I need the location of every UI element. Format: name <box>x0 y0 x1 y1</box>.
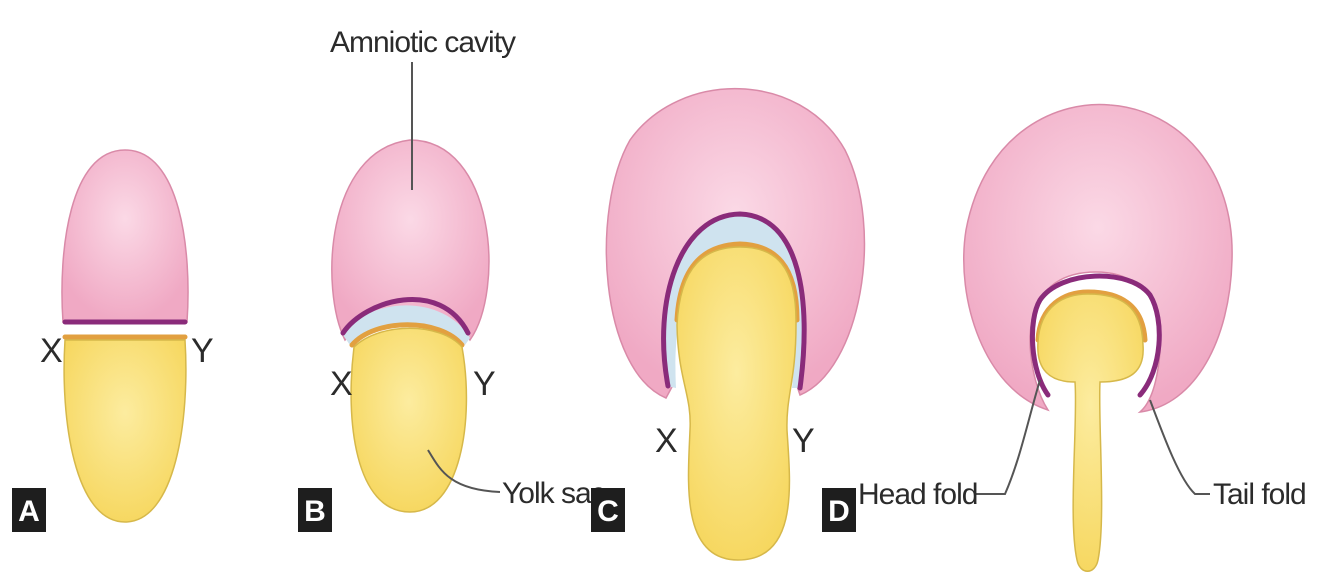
panel-label-a: A <box>12 488 46 532</box>
panel-letter-a: A <box>18 495 40 528</box>
x-label-b: X <box>330 365 353 403</box>
amniotic-cavity-a <box>62 150 188 322</box>
panel-letter-c: C <box>597 495 619 528</box>
x-label-a: X <box>40 332 63 370</box>
yolk-sac-c <box>677 247 796 560</box>
y-label-b: Y <box>473 365 496 403</box>
panel-label-c: C <box>591 488 625 532</box>
panel-d-embryo <box>964 104 1232 571</box>
panel-b-embryo <box>332 140 489 512</box>
y-label-a: Y <box>191 332 214 370</box>
x-label-c: X <box>655 422 678 460</box>
panel-label-d: D <box>822 488 856 532</box>
head-fold-label: Head fold <box>858 478 977 511</box>
y-label-c: Y <box>792 422 815 460</box>
panel-letter-d: D <box>828 495 850 528</box>
panel-a-embryo <box>62 150 188 522</box>
amniotic-cavity-label: Amniotic cavity <box>330 26 516 59</box>
panel-label-b: B <box>298 488 332 532</box>
yolk-sac-label: Yolk sac <box>502 477 606 510</box>
yolk-sac-a <box>64 340 186 522</box>
tail-fold-label: Tail fold <box>1213 478 1306 511</box>
yolk-sac-b <box>351 328 466 512</box>
panel-letter-b: B <box>304 495 326 528</box>
tail-fold-leader <box>1150 400 1210 494</box>
yolk-sac-d <box>1038 294 1143 571</box>
